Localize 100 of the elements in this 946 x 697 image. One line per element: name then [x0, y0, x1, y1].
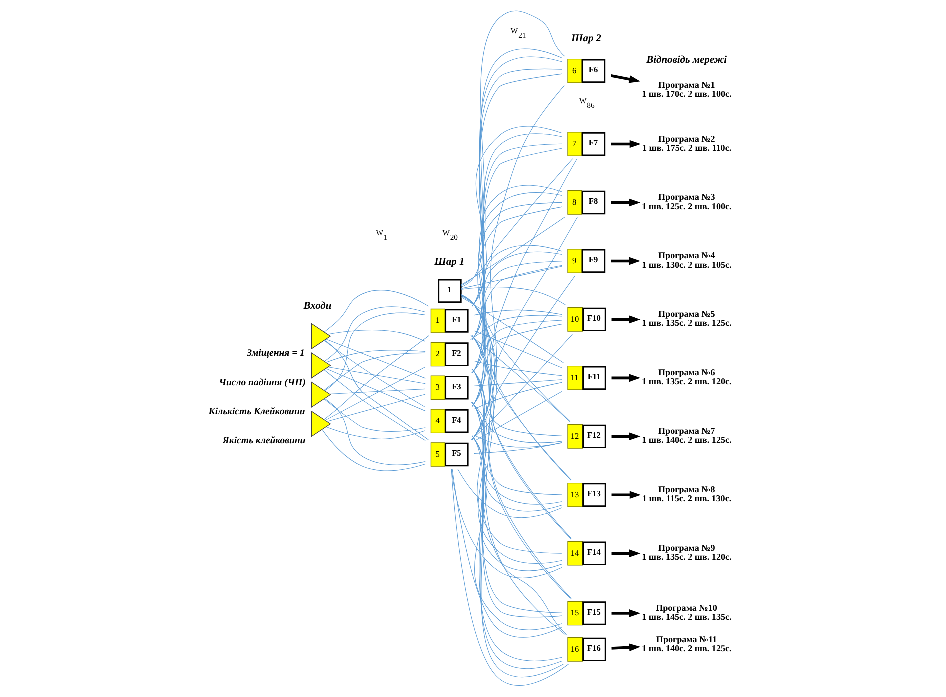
- connector: [460, 158, 573, 286]
- arrow: [611, 374, 640, 382]
- connector: [472, 368, 562, 496]
- connector: [460, 296, 570, 422]
- arrow: [611, 316, 640, 324]
- arrow: [611, 491, 641, 500]
- connector: [472, 185, 562, 307]
- connector: [474, 330, 562, 368]
- connector: [470, 320, 562, 374]
- node-text: Програма №1 1 шв. 170с. 2 шв. 100с.: [642, 80, 732, 100]
- node-text: Програма №7 1 шв. 140с. 2 шв. 125с.: [642, 426, 732, 446]
- label: Входи: [303, 300, 332, 312]
- connector: [457, 469, 562, 518]
- connector: [327, 330, 426, 342]
- node-text: Програма №4 1 шв. 130с. 2 шв. 105с.: [642, 250, 732, 270]
- connector: [460, 297, 564, 364]
- arrow: [611, 550, 640, 558]
- connector: [460, 294, 571, 540]
- connector: [471, 436, 562, 512]
- connector: [450, 469, 569, 686]
- node-text: Програма №5 1 шв. 135с. 2 шв. 125с.: [642, 309, 732, 328]
- connector: [472, 265, 562, 407]
- connector: [470, 315, 562, 340]
- connector: [471, 324, 562, 407]
- connector: [471, 217, 578, 440]
- connector: [470, 336, 570, 422]
- node-label: Кількість Клейковини: [208, 406, 305, 418]
- connector: [472, 369, 562, 614]
- arrow: [611, 610, 640, 618]
- node-text: Програма №9 1 шв. 135с. 2 шв. 120с.: [642, 543, 732, 562]
- node-text: Програма №10 1 шв. 145с. 2 шв. 135с.: [642, 602, 732, 622]
- connector: [460, 286, 566, 306]
- connector: [326, 350, 426, 363]
- node-label: Зміщення = 1: [246, 348, 304, 360]
- connector: [471, 368, 562, 436]
- connector: [474, 361, 562, 376]
- connector: [472, 206, 562, 407]
- connector: [452, 469, 562, 638]
- connector: [328, 367, 426, 384]
- node-triangle: [310, 382, 331, 408]
- connector: [471, 245, 562, 307]
- connector: [472, 192, 562, 340]
- node-triangle: [310, 410, 331, 438]
- connector: [324, 290, 429, 332]
- arrow: [610, 74, 640, 84]
- label: Шар 1: [434, 257, 464, 268]
- connector: [329, 388, 426, 395]
- connector: [326, 394, 426, 422]
- label: Відповідь мережі: [646, 55, 727, 66]
- node-triangle: [310, 323, 331, 350]
- connector: [471, 252, 562, 340]
- node-text: Програма №11 1 шв. 140с. 2 шв. 125с.: [642, 634, 732, 654]
- connector: [460, 295, 571, 481]
- connector: [324, 340, 426, 408]
- connector: [472, 402, 562, 564]
- connector: [474, 310, 562, 316]
- connector: [472, 436, 562, 630]
- connector: [472, 336, 566, 636]
- node-text: Програма №8 1 шв. 115с. 2 шв. 130с.: [642, 484, 732, 504]
- label: Шар 2: [570, 34, 602, 45]
- node-label: Число падіння (ЧП): [218, 377, 306, 388]
- connector: [474, 442, 562, 454]
- connector: [323, 352, 426, 391]
- arrow: [610, 198, 640, 207]
- connector: [474, 380, 562, 386]
- connector: [322, 430, 426, 472]
- connector: [323, 398, 426, 432]
- connector: [324, 312, 426, 392]
- connector: [460, 266, 562, 290]
- connector: [326, 339, 426, 379]
- connector: [470, 334, 572, 440]
- node-text: Програма №2 1 шв. 175с. 2 шв. 110с.: [642, 134, 732, 153]
- connector: [324, 366, 426, 421]
- connector: [460, 217, 565, 286]
- connector: [324, 370, 426, 442]
- connector: [472, 336, 572, 539]
- connector: [472, 436, 564, 678]
- connector: [472, 335, 572, 600]
- connector: [474, 382, 562, 410]
- connector: [474, 435, 562, 448]
- connector: [472, 436, 562, 572]
- arrow: [610, 140, 641, 148]
- arrow: [611, 644, 640, 652]
- connector: [451, 469, 562, 578]
- node-text: Програма №6 1 шв. 135с. 2 шв. 120с.: [642, 368, 732, 387]
- connector: [472, 368, 562, 554]
- connector: [470, 402, 562, 444]
- connector: [474, 392, 562, 442]
- arrow: [610, 257, 640, 266]
- connector: [324, 340, 428, 440]
- connector: [460, 10, 565, 288]
- connector: [472, 261, 562, 374]
- node-label: Якість клейковини: [222, 436, 306, 447]
- arrow: [611, 432, 640, 441]
- connector: [471, 335, 572, 481]
- connector: [472, 126, 562, 307]
- connector: [471, 276, 576, 440]
- connector: [324, 306, 426, 362]
- connector: [472, 402, 562, 505]
- node-triangle: [310, 352, 331, 379]
